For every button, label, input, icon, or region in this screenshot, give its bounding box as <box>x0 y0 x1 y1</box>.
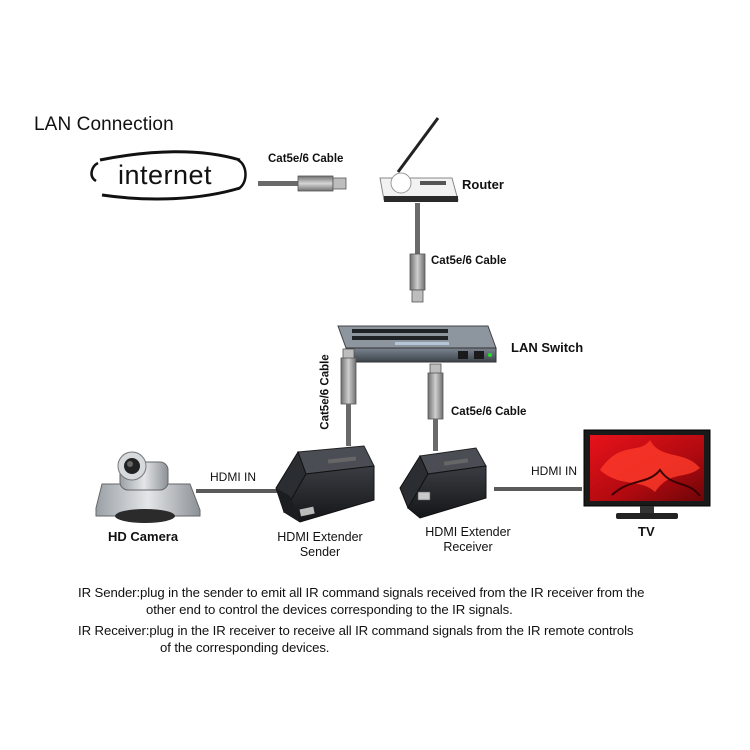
cable-label-internet-router: Cat5e/6 Cable <box>268 153 344 165</box>
router-device <box>379 117 459 202</box>
hdmi-extender-sender-device <box>275 445 375 523</box>
diagram-title: LAN Connection <box>34 114 174 135</box>
ir-receiver-note-line1: IR Receiver:plug in the IR receiver to r… <box>78 623 634 638</box>
sender-label-line2: Sender <box>299 545 341 559</box>
router-label: Router <box>462 177 504 192</box>
hd-camera-label: HD Camera <box>108 529 179 544</box>
hdmi-cable-receiver-tv <box>494 487 582 491</box>
ir-sender-note-line1: IR Sender:plug in the sender to emit all… <box>78 585 645 600</box>
receiver-label-line2: Receiver <box>443 540 493 554</box>
tv-label: TV <box>638 524 655 539</box>
receiver-label-line1: HDMI Extender <box>425 525 511 539</box>
hdmi-in-label-tv: HDMI IN <box>531 464 577 478</box>
cable-switch-receiver <box>427 363 444 451</box>
lan-switch-label: LAN Switch <box>511 340 584 355</box>
internet-cloud-logo <box>90 150 247 201</box>
cable-label-switch-receiver: Cat5e/6 Cable <box>451 406 527 418</box>
internet-logo-text: internet <box>118 160 213 190</box>
cable-label-router-switch: Cat5e/6 Cable <box>431 255 507 267</box>
sender-label: HDMI Extender Sender <box>268 530 372 560</box>
cable-internet-router <box>258 175 347 192</box>
cable-switch-sender <box>340 348 357 446</box>
cable-label-switch-sender: Cat5e/6 Cable <box>319 354 332 430</box>
hdmi-extender-receiver-device <box>399 447 487 519</box>
ir-sender-note-line2: other end to control the devices corresp… <box>146 602 513 617</box>
ir-receiver-note-line2: of the corresponding devices. <box>160 640 330 655</box>
tv-device <box>583 429 711 519</box>
hdmi-cable-camera-sender <box>196 489 278 493</box>
hd-camera-device <box>95 451 201 523</box>
receiver-label: HDMI Extender Receiver <box>416 525 520 555</box>
cable-router-switch <box>409 203 426 303</box>
hdmi-in-label-camera: HDMI IN <box>210 470 256 484</box>
sender-label-line1: HDMI Extender <box>277 530 363 544</box>
lan-switch-device <box>337 325 497 363</box>
